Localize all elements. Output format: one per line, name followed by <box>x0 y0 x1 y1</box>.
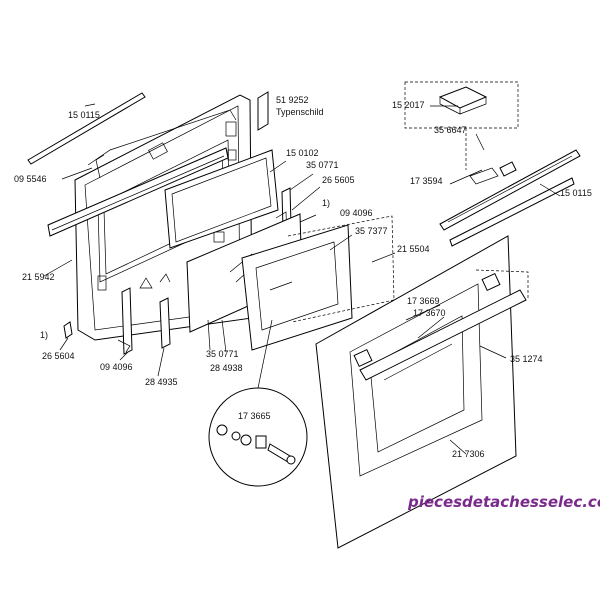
label-173594: 17 3594 <box>410 176 443 186</box>
label-356647: 35 6647 <box>434 125 467 135</box>
label-094096-top: 09 4096 <box>340 208 373 218</box>
glass-pane-21-5504 <box>287 215 395 323</box>
label-150102: 15 0102 <box>286 148 319 158</box>
label-173665: 17 3665 <box>238 411 271 421</box>
right-seal-strip <box>449 177 575 247</box>
label-1-top: 1) <box>322 198 330 208</box>
screw-detail <box>208 319 308 487</box>
right-rail <box>439 149 581 231</box>
clip-1 <box>63 321 73 339</box>
label-typenschild: Typenschild <box>276 107 324 117</box>
label-150115-right: 15 0115 <box>560 188 592 198</box>
label-095546: 09 5546 <box>14 174 47 184</box>
inner-glass-frame <box>164 149 279 249</box>
label-351274: 35 1274 <box>510 354 543 364</box>
watermark: piecesdetachesselec.com <box>407 493 600 511</box>
top-seal-strip <box>27 92 146 165</box>
label-215942: 21 5942 <box>22 272 55 282</box>
hinge-left <box>117 287 133 355</box>
cover-strip <box>47 147 229 237</box>
label-284935: 28 4935 <box>145 377 178 387</box>
label-284938: 28 4938 <box>210 363 243 373</box>
leader-lines <box>43 103 561 455</box>
label-350771-bot: 35 0771 <box>206 349 239 359</box>
label-173669: 17 3669 <box>407 296 440 306</box>
label-094096-bot: 09 4096 <box>100 362 133 372</box>
label-265604: 26 5604 <box>42 351 75 361</box>
hinge-support <box>159 297 171 349</box>
label-357377: 35 7377 <box>355 226 388 236</box>
label-215504: 21 5504 <box>397 244 430 254</box>
label-152017: 15 2017 <box>392 100 425 110</box>
label-217306: 21 7306 <box>452 449 485 459</box>
accessory-box <box>404 81 519 170</box>
door-handle <box>353 269 529 381</box>
label-265605: 26 5605 <box>322 175 355 185</box>
type-plate <box>257 91 269 131</box>
label-173670: 17 3670 <box>413 308 446 318</box>
label-519252: 51 9252 <box>276 95 309 105</box>
label-350771-top: 35 0771 <box>306 160 339 170</box>
outer-door <box>315 235 517 549</box>
label-1-left: 1) <box>40 330 48 340</box>
glass-frame-35-7377 <box>241 224 353 351</box>
label-150115-top: 15 0115 <box>68 110 100 120</box>
